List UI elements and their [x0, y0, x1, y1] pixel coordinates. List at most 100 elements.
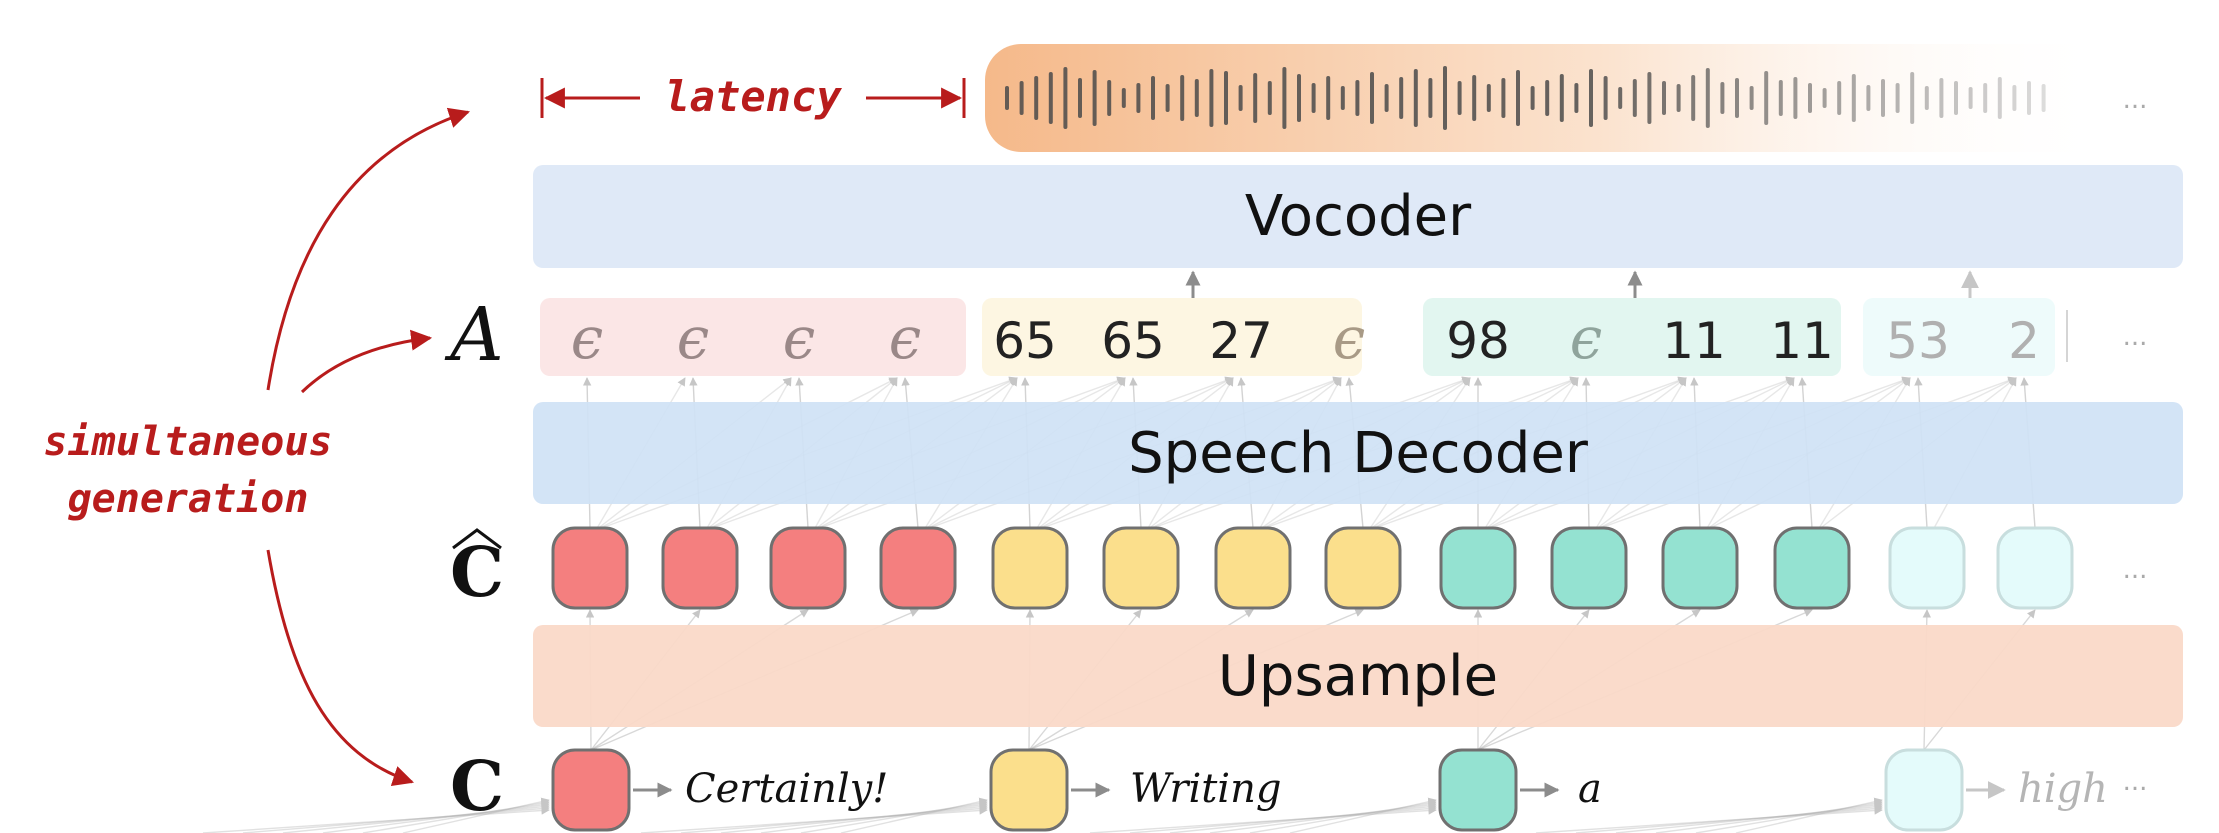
text-token-box: [551, 748, 631, 832]
waveform-bar: [1151, 76, 1155, 120]
connection-line: [640, 806, 988, 833]
connection-line: [840, 797, 988, 833]
connection-line: [1209, 800, 1437, 833]
speech-token-group-3: [1423, 298, 1841, 376]
speech-token-group-2: [982, 298, 1362, 376]
connection-line: [720, 802, 988, 833]
waveform-bar: [1486, 84, 1491, 112]
speech-token: 11: [1770, 312, 1834, 370]
upsampled-token-box: [1214, 526, 1292, 610]
waveform-bar: [1895, 83, 1900, 113]
connection-line: [362, 799, 550, 833]
waveform-bar: [1793, 77, 1798, 119]
speech-token: ϵ: [889, 304, 921, 372]
text-token-box: [1884, 748, 1964, 832]
connection-line: [1575, 804, 1883, 833]
waveform-bar: [1705, 68, 1710, 128]
speech-token: 65: [993, 312, 1057, 370]
waveform-bar: [1924, 86, 1929, 110]
connection-line: [402, 797, 550, 833]
waveform-bar: [2012, 85, 2017, 111]
upsampled-token-row: [551, 526, 2074, 610]
waveform-bar: [1092, 70, 1097, 126]
latency-label: latency: [664, 72, 842, 121]
upsampled-token-box: [1102, 526, 1180, 610]
waveform-bar: [1005, 86, 1009, 110]
ellipsis-text: ...: [2123, 767, 2148, 797]
audio-waveform-icon: [985, 44, 2115, 152]
waveform-bar: [1647, 72, 1652, 124]
waveform-bar: [1866, 85, 1871, 111]
connection-line: [322, 800, 550, 833]
connection-line: [242, 804, 550, 833]
waveform-bar: [1939, 78, 1944, 118]
row-label-a: A: [444, 292, 503, 378]
upsampled-token-box: [769, 526, 847, 610]
connection-line: [1249, 799, 1437, 833]
waveform-bar: [1428, 78, 1433, 118]
svg-text:C: C: [450, 533, 504, 613]
speech-token: 11: [1662, 312, 1726, 370]
waveform-bar: [1370, 72, 1374, 124]
arrow-to-waveform: [266, 107, 470, 391]
upsampled-token-box: [1661, 526, 1739, 610]
connection-line: [1169, 802, 1437, 833]
waveform-bar: [1413, 69, 1418, 127]
waveform-bar: [1545, 80, 1550, 116]
upsampled-token-box: [879, 526, 957, 610]
row-label-c: C: [450, 747, 504, 827]
waveform-bar: [1574, 83, 1579, 113]
connection-line: [1089, 806, 1437, 833]
speech-token: 65: [1101, 312, 1165, 370]
connection-line: [1129, 804, 1437, 833]
text-token-word: a: [1578, 766, 1602, 812]
text-token-word: Certainly!: [685, 766, 888, 812]
waveform-bar: [1837, 81, 1842, 115]
connection-line: [1289, 797, 1437, 833]
waveform-bar: [1443, 66, 1447, 130]
upsampled-token-box: [1550, 526, 1628, 610]
waveform-bar: [1340, 86, 1345, 110]
waveform-bar: [1691, 75, 1696, 121]
latency-marker: latency: [540, 72, 966, 121]
waveform-bar: [1165, 84, 1170, 112]
waveform-bar: [1355, 80, 1360, 116]
speech-decoder-label: Speech Decoder: [1128, 421, 1589, 486]
waveform-bar: [1881, 79, 1885, 117]
waveform-bar: [1297, 74, 1301, 122]
speech-token: ϵ: [1570, 304, 1602, 372]
waveform-bar: [1516, 70, 1520, 126]
waveform-bar: [1180, 75, 1185, 121]
arrow-to-text-tokens: [266, 549, 414, 787]
waveform-bar: [1267, 81, 1272, 115]
connection-line: [800, 799, 988, 833]
speech-token: ϵ: [571, 304, 603, 372]
waveform-bar: [1078, 78, 1082, 118]
waveform-bar: [1749, 86, 1754, 110]
speech-decoder-block: Speech Decoder: [533, 402, 2183, 504]
upsampled-token-box: [661, 526, 739, 610]
waveform-bar: [1034, 76, 1039, 120]
waveform-bar: [1530, 86, 1535, 110]
connection-line: [1535, 806, 1883, 833]
waveform-bar: [1778, 80, 1783, 116]
waveform-bar: [1735, 78, 1739, 118]
upsampled-token-box: [1996, 526, 2074, 610]
waveform-bar: [1209, 69, 1214, 127]
waveform-bar: [1063, 67, 1068, 129]
waveform-bar: [1194, 79, 1199, 117]
simultaneous-label-line1: simultaneous: [44, 419, 333, 465]
speech-token: 2: [2008, 312, 2040, 370]
waveform-bar: [1632, 79, 1637, 117]
waveform-bar: [1048, 72, 1053, 124]
text-token-word: high: [2018, 766, 2108, 812]
speech-token: ϵ: [1333, 304, 1365, 372]
waveform-bar: [1910, 72, 1915, 124]
connection-line: [1615, 802, 1883, 833]
waveform-bar: [1282, 67, 1287, 129]
waveform-bar: [1238, 85, 1243, 111]
waveform-bar: [2041, 84, 2046, 112]
